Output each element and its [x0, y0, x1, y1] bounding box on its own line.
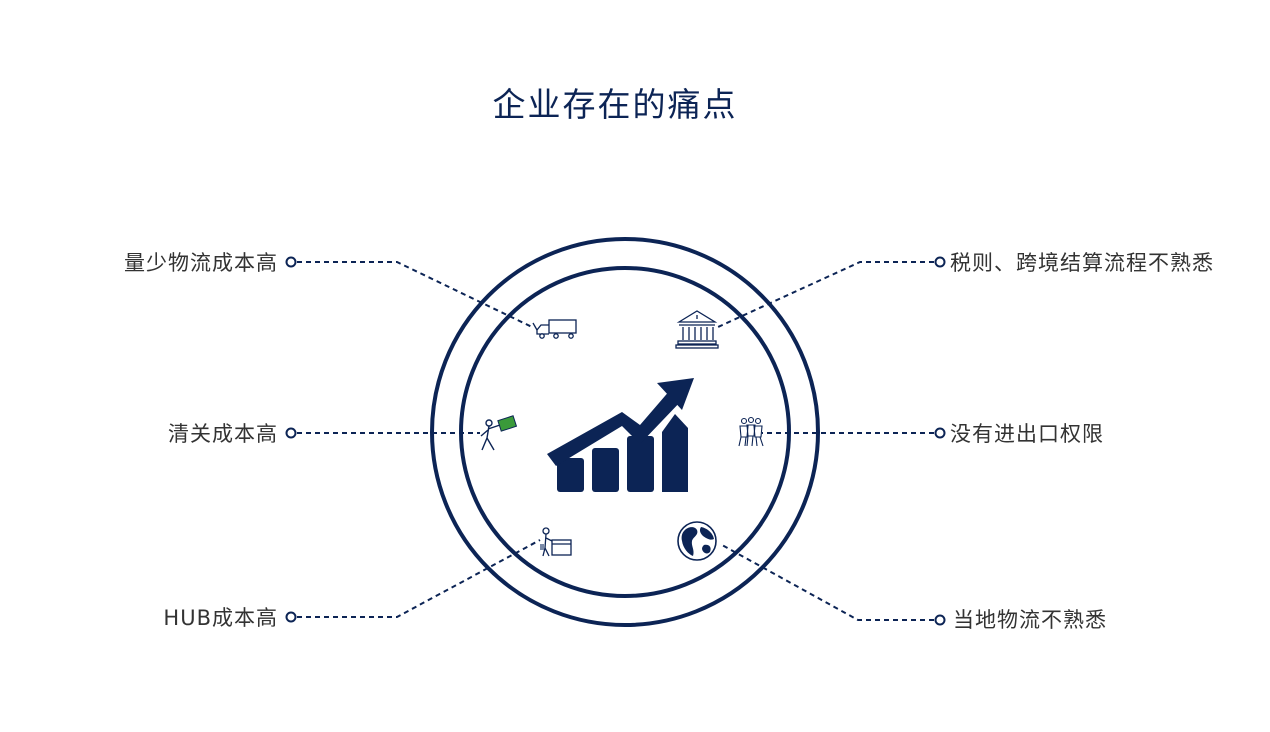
- bank-building-icon: [675, 310, 719, 349]
- globe-icon: [677, 521, 717, 561]
- person-at-cashbox-icon: [540, 527, 572, 557]
- connector-dot-2: [285, 611, 297, 623]
- page-title: 企业存在的痛点: [492, 85, 738, 124]
- pain-point-label-2: HUB成本高: [163, 606, 278, 630]
- person-carrying-money-icon: [480, 415, 518, 451]
- pain-point-label-4: 没有进出口权限: [950, 422, 1104, 446]
- outer-ring: [430, 237, 820, 627]
- pain-point-label-0: 量少物流成本高: [124, 251, 278, 275]
- connector-dot-3: [934, 256, 946, 268]
- pain-point-label-5: 当地物流不熟悉: [953, 608, 1107, 632]
- pain-point-label-1: 清关成本高: [168, 422, 278, 446]
- bar-chart-rising-arrow-icon: [547, 378, 694, 492]
- connector-line-3: [717, 261, 934, 328]
- connector-dot-1: [285, 427, 297, 439]
- truck-icon: [532, 319, 577, 339]
- connector-line-0: [297, 261, 533, 328]
- connector-line-2: [297, 539, 541, 618]
- connector-line-5: [721, 544, 934, 621]
- connector-dot-4: [934, 427, 946, 439]
- connector-dot-0: [285, 256, 297, 268]
- pain-point-label-3: 税则、跨境结算流程不熟悉: [950, 251, 1214, 275]
- group-of-people-icon: [738, 416, 764, 447]
- connector-dot-5: [934, 614, 946, 626]
